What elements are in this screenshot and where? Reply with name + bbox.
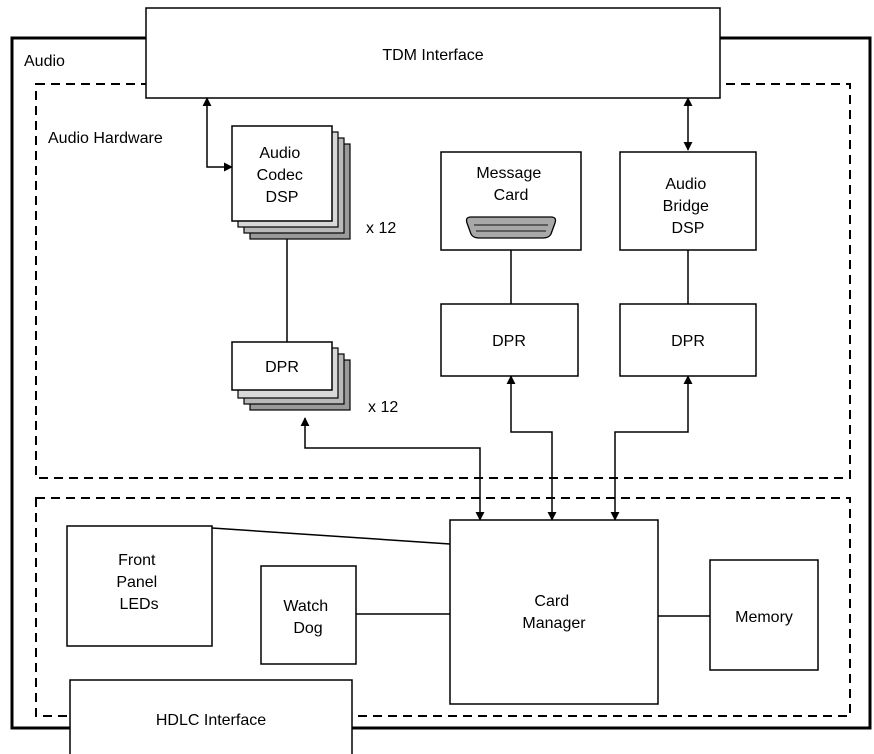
codec-line-1: Audio — [259, 145, 300, 162]
audio-label: Audio — [24, 53, 65, 70]
codec-multiplier: x 12 — [366, 220, 396, 237]
message-card-icon — [465, 216, 557, 239]
bridge-line-1: Audio — [665, 176, 706, 193]
svg-text:Card Manager: Card Manager — [522, 593, 586, 632]
dpr-stack-label: DPR — [265, 359, 299, 376]
arrow-dpr-stack-card-manager — [300, 417, 485, 521]
bridge-line-3: DSP — [672, 220, 705, 237]
tdm-interface-box — [145, 7, 721, 99]
codec-line-3: DSP — [266, 189, 299, 206]
card-manager-box — [449, 519, 659, 705]
message-card-box: Message Card — [440, 151, 582, 251]
front-panel-line-1: Front — [118, 552, 156, 569]
audio-codec-dsp-stack: Audio Codec DSP — [231, 125, 351, 240]
front-panel-line-3: LEDs — [119, 596, 158, 613]
arrows — [202, 97, 693, 521]
message-card-line-2: Card — [494, 187, 529, 204]
front-panel-leds-box — [66, 525, 213, 647]
codec-line-2: Codec — [257, 167, 303, 184]
hdlc-interface-label: HDLC Interface — [156, 712, 266, 729]
svg-text:Audio Bridge DSP: Audio Bridge DSP — [663, 176, 714, 237]
arrow-tdm-codec — [202, 97, 233, 172]
card-manager-line-1: Card — [534, 593, 569, 610]
front-panel-line-2: Panel — [116, 574, 157, 591]
arrow-dpr-msg-card-manager — [506, 375, 557, 521]
svg-text:Front Panel LEDs: Front Panel LEDs — [116, 552, 161, 613]
watch-dog-line-1: Watch — [283, 598, 328, 615]
connectors — [211, 220, 710, 617]
watch-dog-line-2: Dog — [293, 620, 322, 637]
memory-box — [709, 559, 819, 671]
dpr-message-label: DPR — [492, 333, 526, 350]
dpr-stack: DPR — [231, 341, 351, 411]
message-card-line-1: Message — [476, 165, 541, 182]
svg-text:Message Card: Message Card — [476, 165, 545, 204]
dpr-message-box — [440, 303, 579, 377]
card-manager-line-2: Manager — [522, 615, 586, 632]
watch-dog-box — [260, 565, 357, 665]
memory-label: Memory — [735, 609, 793, 626]
hdlc-interface-box — [69, 679, 353, 754]
tdm-interface-label: TDM Interface — [382, 47, 483, 64]
svg-text:Watch Dog: Watch Dog — [283, 598, 332, 637]
dpr-stack-multiplier: x 12 — [368, 399, 398, 416]
arrow-dpr-bridge-card-manager — [610, 375, 693, 521]
dpr-bridge-label: DPR — [671, 333, 705, 350]
bridge-line-2: Bridge — [663, 198, 709, 215]
audio-hardware-label: Audio Hardware — [48, 130, 163, 147]
svg-text:Audio Codec DSP: Audio Codec DSP — [257, 145, 308, 206]
audio-bridge-dsp-box — [619, 151, 757, 251]
dpr-bridge-box — [619, 303, 757, 377]
